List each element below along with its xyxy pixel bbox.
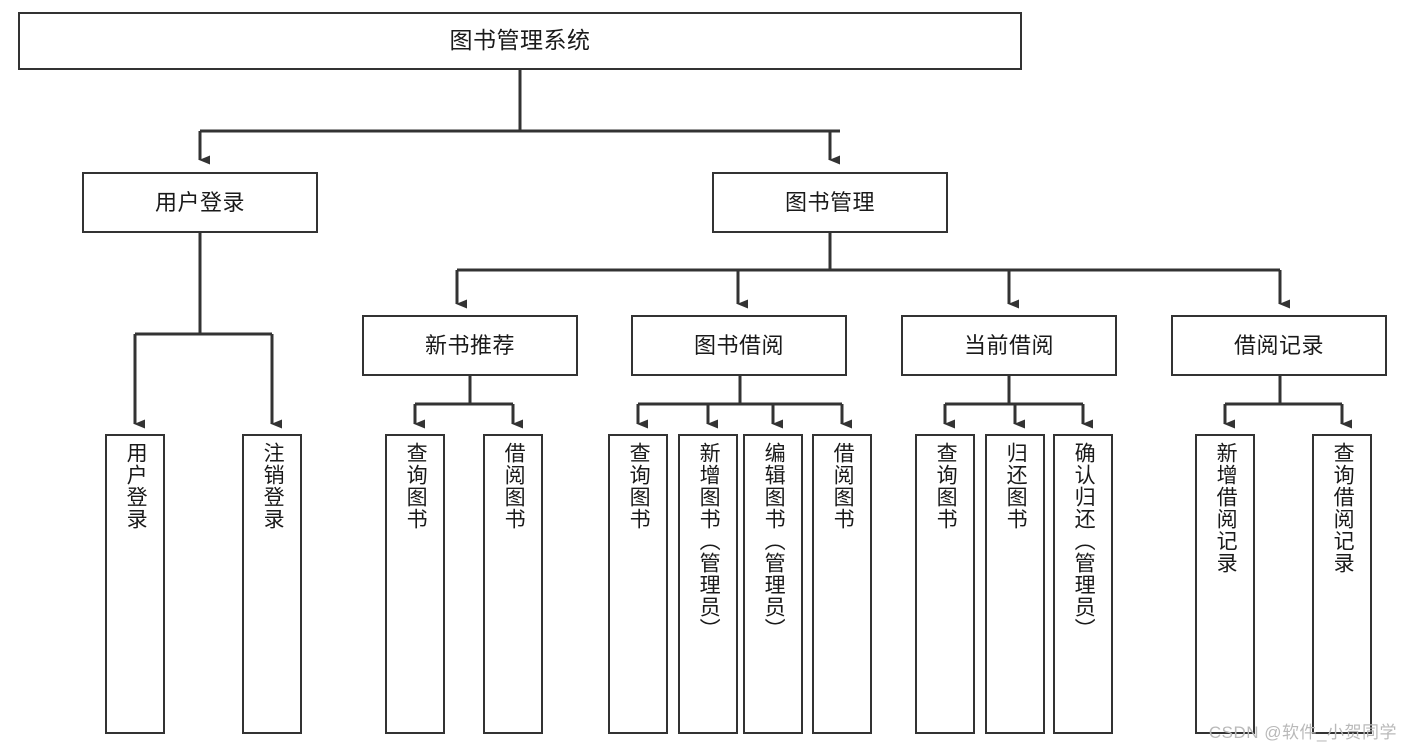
- leaf-user-login-logout[interactable]: 注销登录: [242, 434, 302, 734]
- node-label: 查询图书: [934, 442, 958, 530]
- node-label: 新增借阅记录: [1214, 442, 1238, 574]
- node-label: 确认归还（管理员）: [1072, 442, 1096, 640]
- node-label: 归还图书: [1004, 442, 1028, 530]
- leaf-current-borrow-confirm-admin[interactable]: 确认归还（管理员）: [1053, 434, 1113, 734]
- leaf-new-book-query[interactable]: 查询图书: [385, 434, 445, 734]
- node-label: 新书推荐: [424, 332, 515, 358]
- node-borrow-record[interactable]: 借阅记录: [1171, 315, 1387, 376]
- leaf-book-borrow-edit-admin[interactable]: 编辑图书（管理员）: [743, 434, 803, 734]
- node-label: 查询借阅记录: [1331, 442, 1355, 574]
- node-new-book-recommend[interactable]: 新书推荐: [362, 315, 578, 376]
- node-current-borrow[interactable]: 当前借阅: [901, 315, 1117, 376]
- node-label: 图书管理: [784, 189, 875, 215]
- node-label: 新增图书（管理员）: [697, 442, 721, 640]
- leaf-new-book-borrow[interactable]: 借阅图书: [483, 434, 543, 734]
- leaf-book-borrow-query[interactable]: 查询图书: [608, 434, 668, 734]
- node-label: 借阅图书: [502, 442, 526, 530]
- node-label: 编辑图书（管理员）: [762, 442, 786, 640]
- node-label: 查询图书: [627, 442, 651, 530]
- node-book-borrow[interactable]: 图书借阅: [631, 315, 847, 376]
- leaf-current-borrow-query[interactable]: 查询图书: [915, 434, 975, 734]
- node-label: 图书管理系统: [449, 27, 591, 54]
- node-label: 注销登录: [261, 442, 285, 530]
- node-book-management[interactable]: 图书管理: [712, 172, 948, 233]
- node-label: 查询图书: [404, 442, 428, 530]
- leaf-user-login-login[interactable]: 用户登录: [105, 434, 165, 734]
- node-label: 当前借阅: [963, 332, 1054, 358]
- csdn-watermark: CSDN @软件_小贺同学: [1208, 723, 1397, 742]
- leaf-book-borrow-add-admin[interactable]: 新增图书（管理员）: [678, 434, 738, 734]
- node-label: 用户登录: [154, 189, 245, 215]
- node-user-login[interactable]: 用户登录: [82, 172, 318, 233]
- leaf-current-borrow-return[interactable]: 归还图书: [985, 434, 1045, 734]
- node-label: 用户登录: [124, 442, 148, 530]
- node-label: 图书借阅: [693, 332, 784, 358]
- node-label: 借阅记录: [1233, 332, 1324, 358]
- leaf-borrow-record-add[interactable]: 新增借阅记录: [1195, 434, 1255, 734]
- node-label: 借阅图书: [831, 442, 855, 530]
- node-root-book-management-system[interactable]: 图书管理系统: [18, 12, 1022, 70]
- leaf-book-borrow-borrow[interactable]: 借阅图书: [812, 434, 872, 734]
- leaf-borrow-record-query[interactable]: 查询借阅记录: [1312, 434, 1372, 734]
